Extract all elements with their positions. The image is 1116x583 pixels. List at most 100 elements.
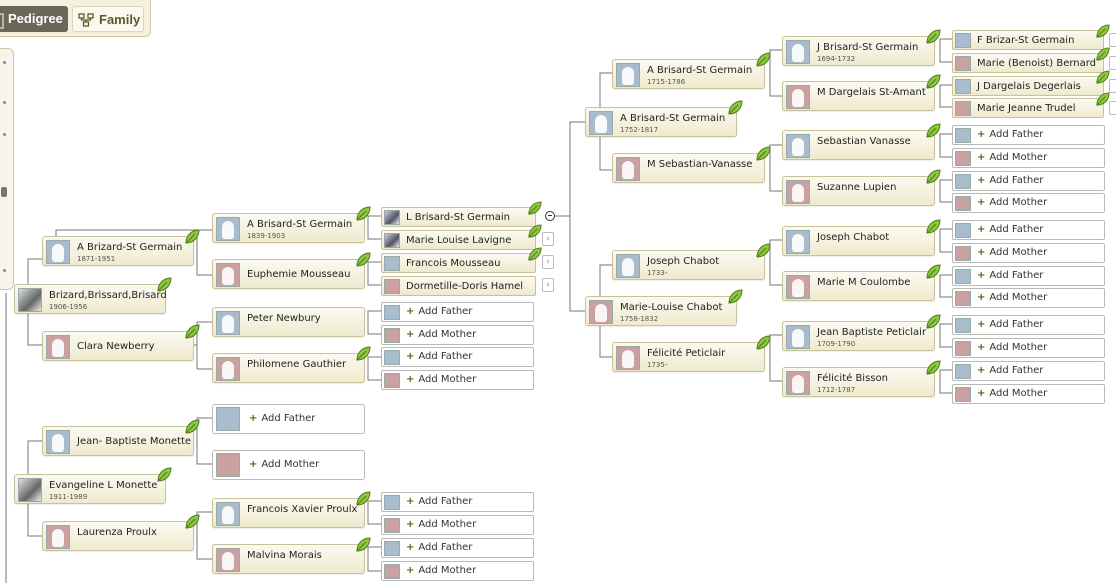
- person-card-grandfather[interactable]: Peter Newbury: [212, 307, 365, 337]
- tab-pedigree[interactable]: Pedigree: [0, 6, 68, 32]
- leaf-hint-icon[interactable]: [727, 289, 743, 305]
- person-card-small[interactable]: J Dargelais Degerlais: [952, 70, 1110, 96]
- person-card-small[interactable]: Francois Mousseau: [381, 247, 542, 273]
- collapse-branch-button[interactable]: [545, 211, 555, 221]
- leaf-hint-icon[interactable]: [925, 123, 941, 139]
- add-mother-button[interactable]: +Add Mother: [952, 148, 1105, 168]
- person-card-grandmother[interactable]: Philomene Gauthier: [212, 346, 371, 383]
- leaf-hint-icon[interactable]: [1095, 92, 1110, 107]
- tab-family[interactable]: Family: [72, 6, 144, 32]
- expand-arrow-button[interactable]: ›: [542, 232, 554, 246]
- person-card-grandmother[interactable]: M Sebastian-Vanasse: [612, 146, 771, 183]
- person-card-great-grandmother[interactable]: M Dargelais St-Amant: [782, 74, 941, 111]
- leaf-hint-icon[interactable]: [184, 324, 200, 340]
- expand-arrow-button[interactable]: ›: [542, 278, 554, 292]
- add-father-button[interactable]: +Add Father: [952, 315, 1105, 335]
- person-card-father[interactable]: Jean- Baptiste Monette: [42, 419, 200, 456]
- add-mother-button[interactable]: +Add Mother: [952, 288, 1105, 308]
- leaf-hint-icon[interactable]: [727, 100, 743, 116]
- person-card-great-grandfather[interactable]: J Brisard-St Germain 1694-1732: [782, 29, 941, 66]
- person-card-small[interactable]: Dormetille-Doris Hamel: [381, 276, 536, 296]
- person-card-great-grandfather[interactable]: Joseph Chabot: [782, 219, 941, 256]
- person-card-great-grandfather[interactable]: Jean Baptiste Peticlair 1709-1790: [782, 314, 941, 351]
- person-card-mother[interactable]: Laurenza Proulx: [42, 514, 200, 551]
- add-father-button[interactable]: +Add Father: [952, 125, 1105, 145]
- expand-arrow-button[interactable]: [1109, 56, 1116, 70]
- person-card-father[interactable]: A Brizard-St Germain 1871-1951: [42, 229, 200, 266]
- expand-arrow-button[interactable]: [1109, 101, 1116, 115]
- leaf-hint-icon[interactable]: [755, 52, 771, 68]
- add-mother-button[interactable]: +Add Mother: [952, 193, 1105, 213]
- leaf-hint-icon[interactable]: [925, 169, 941, 185]
- add-father-button[interactable]: +Add Father: [952, 266, 1105, 286]
- leaf-hint-icon[interactable]: [925, 264, 941, 280]
- leaf-hint-icon[interactable]: [184, 419, 200, 435]
- person-card-grandmother[interactable]: Félicité Peticlair 1735-: [612, 335, 771, 372]
- leaf-hint-icon[interactable]: [184, 229, 200, 245]
- add-mother-button[interactable]: +Add Mother: [381, 370, 534, 390]
- expand-arrow-button[interactable]: ›: [542, 255, 554, 269]
- leaf-hint-icon[interactable]: [1095, 70, 1110, 85]
- add-mother-button[interactable]: +Add Mother: [381, 325, 534, 345]
- person-card-small[interactable]: Marie (Benoist) Bernard: [952, 47, 1110, 73]
- leaf-hint-icon[interactable]: [925, 360, 941, 376]
- leaf-hint-icon[interactable]: [355, 346, 371, 362]
- person-card-root[interactable]: Brizard,Brissard,Brisard 1906-1956: [14, 277, 172, 314]
- leaf-hint-icon[interactable]: [755, 335, 771, 351]
- person-card-root[interactable]: Evangeline L Monette 1911-1989: [14, 467, 172, 504]
- person-card-small[interactable]: Marie Louise Lavigne: [381, 224, 542, 250]
- person-card-father[interactable]: A Brisard-St Germain 1752-1817: [585, 100, 743, 137]
- person-card-grandmother[interactable]: Malvina Morais: [212, 537, 371, 574]
- leaf-hint-icon[interactable]: [1095, 24, 1110, 39]
- add-father-button[interactable]: +Add Father: [381, 538, 534, 558]
- leaf-hint-icon[interactable]: [156, 467, 172, 483]
- leaf-hint-icon[interactable]: [527, 201, 542, 216]
- leaf-hint-icon[interactable]: [755, 243, 771, 259]
- person-card-grandfather[interactable]: A Brisard-St Germain 1839-1903: [212, 206, 371, 243]
- panel-handle[interactable]: [1, 187, 7, 197]
- person-card-grandfather[interactable]: A Brisard-St Germain 1715-1786: [612, 52, 771, 89]
- leaf-hint-icon[interactable]: [355, 491, 371, 507]
- expand-arrow-button[interactable]: [1109, 33, 1116, 47]
- leaf-hint-icon[interactable]: [925, 29, 941, 45]
- leaf-hint-icon[interactable]: [184, 514, 200, 530]
- person-card-small[interactable]: Marie Jeanne Trudel: [952, 92, 1110, 118]
- add-father-button[interactable]: +Add Father: [381, 347, 534, 367]
- leaf-hint-icon[interactable]: [925, 74, 941, 90]
- leaf-hint-icon[interactable]: [755, 146, 771, 162]
- side-panel-edge[interactable]: [0, 48, 14, 290]
- expand-arrow-button[interactable]: [1109, 79, 1116, 93]
- add-father-button[interactable]: +Add Father: [952, 220, 1105, 240]
- person-card-great-grandfather[interactable]: Sebastian Vanasse: [782, 123, 941, 160]
- add-father-button[interactable]: +Add Father: [381, 302, 534, 322]
- add-mother-button[interactable]: +Add Mother: [212, 450, 365, 480]
- add-father-button[interactable]: +Add Father: [952, 171, 1105, 191]
- leaf-hint-icon[interactable]: [527, 224, 542, 239]
- person-card-grandfather[interactable]: Joseph Chabot 1733-: [612, 243, 771, 280]
- person-card-mother[interactable]: Marie-Louise Chabot 1758-1832: [585, 289, 743, 326]
- add-mother-button[interactable]: +Add Mother: [381, 515, 534, 535]
- person-card-grandmother[interactable]: Euphemie Mousseau: [212, 252, 371, 289]
- leaf-hint-icon[interactable]: [1095, 47, 1110, 62]
- leaf-hint-icon[interactable]: [527, 247, 542, 262]
- person-card-great-grandmother[interactable]: Marie M Coulombe: [782, 264, 941, 301]
- person-card-great-grandmother[interactable]: Félicité Bisson 1712-1787: [782, 360, 941, 397]
- leaf-hint-icon[interactable]: [925, 314, 941, 330]
- person-card-small[interactable]: L Brisard-St Germain: [381, 201, 542, 227]
- add-father-button[interactable]: +Add Father: [212, 404, 365, 434]
- add-mother-button[interactable]: +Add Mother: [952, 338, 1105, 358]
- person-card-small[interactable]: F Brizar-St Germain: [952, 24, 1110, 50]
- add-father-button[interactable]: +Add Father: [381, 492, 534, 512]
- person-card-mother[interactable]: Clara Newberry: [42, 324, 200, 361]
- leaf-hint-icon[interactable]: [156, 277, 172, 293]
- add-mother-button[interactable]: +Add Mother: [381, 561, 534, 581]
- person-card-grandfather[interactable]: Francois Xavier Proulx: [212, 491, 371, 528]
- leaf-hint-icon[interactable]: [355, 206, 371, 222]
- leaf-hint-icon[interactable]: [925, 219, 941, 235]
- add-father-button[interactable]: +Add Father: [952, 361, 1105, 381]
- leaf-hint-icon[interactable]: [355, 252, 371, 268]
- leaf-hint-icon[interactable]: [355, 537, 371, 553]
- add-mother-button[interactable]: +Add Mother: [952, 243, 1105, 263]
- add-mother-button[interactable]: +Add Mother: [952, 384, 1105, 404]
- person-card-great-grandmother[interactable]: Suzanne Lupien: [782, 169, 941, 206]
